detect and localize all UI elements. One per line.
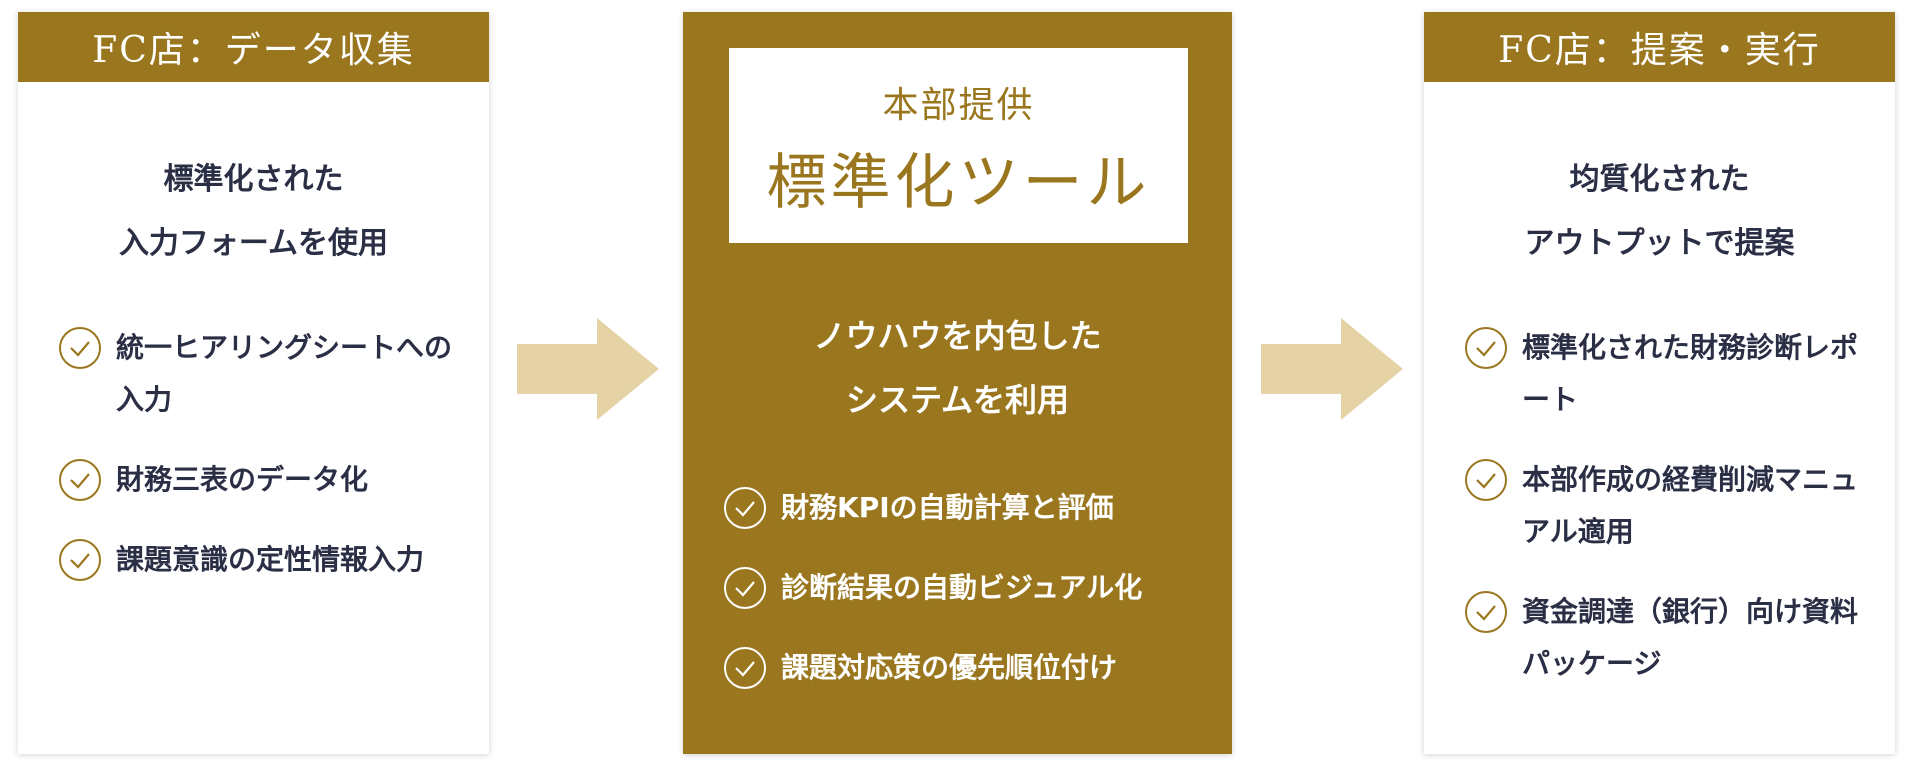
list-item-text: 課題意識の定性情報入力 (116, 543, 425, 576)
list-item-text: 本部作成の経費削減マニュアル適用 (1522, 463, 1859, 548)
check-circle-icon (724, 647, 766, 689)
card-subtitle: ノウハウを内包した システムを利用 (683, 304, 1232, 432)
list-item-text: 財務KPIの自動計算と評価 (781, 491, 1114, 524)
card-subtitle-line: ノウハウを内包した (813, 317, 1102, 355)
card-subtitle-line: システムを利用 (845, 381, 1070, 419)
check-circle-icon (59, 539, 101, 581)
arrow-right-icon (1261, 318, 1403, 420)
card-standard-tool: 本部提供 標準化ツール ノウハウを内包した システムを利用 財務KPIの自動計算… (683, 12, 1232, 754)
check-list: 財務KPIの自動計算と評価 診断結果の自動ビジュアル化 課題対応策の優先順位付け (723, 482, 1222, 722)
tool-provider-label: 本部提供 (882, 85, 1035, 126)
card-subtitle: 標準化された 入力フォームを使用 (18, 82, 489, 276)
card-header: FC店：提案・実行 (1424, 12, 1895, 82)
check-circle-icon (724, 567, 766, 609)
list-item-text: 課題対応策の優先順位付け (781, 651, 1118, 684)
card-subtitle-line: 入力フォームを使用 (118, 226, 389, 261)
list-item-text: 統一ヒアリングシートへの入力 (116, 331, 453, 416)
check-list: 標準化された財務診断レポート 本部作成の経費削減マニュアル適用 資金調達（銀行）… (1464, 322, 1865, 718)
check-circle-icon (1465, 459, 1507, 501)
card-data-collection: FC店：データ収集 標準化された 入力フォームを使用 統一ヒアリングシートへの入… (18, 12, 489, 754)
list-item-text: 標準化された財務診断レポート (1522, 331, 1859, 416)
list-item: 本部作成の経費削減マニュアル適用 (1464, 454, 1865, 558)
card-subtitle-line: 標準化された (163, 162, 344, 197)
check-circle-icon (1465, 591, 1507, 633)
check-list: 統一ヒアリングシートへの入力 財務三表のデータ化 課題意識の定性情報入力 (58, 322, 459, 614)
card-subtitle: 均質化された アウトプットで提案 (1424, 82, 1895, 276)
arrow-right-icon (517, 318, 659, 420)
list-item: 課題意識の定性情報入力 (58, 534, 459, 586)
check-circle-icon (59, 459, 101, 501)
list-item: 統一ヒアリングシートへの入力 (58, 322, 459, 426)
list-item: 標準化された財務診断レポート (1464, 322, 1865, 426)
tool-title: 標準化ツール (766, 148, 1151, 218)
list-item-text: 診断結果の自動ビジュアル化 (781, 571, 1143, 604)
card-header: FC店：データ収集 (18, 12, 489, 82)
card-subtitle-line: アウトプットで提案 (1524, 226, 1795, 261)
list-item: 課題対応策の優先順位付け (723, 642, 1222, 694)
card-subtitle-line: 均質化された (1569, 162, 1750, 197)
check-circle-icon (724, 487, 766, 529)
list-item: 財務三表のデータ化 (58, 454, 459, 506)
list-item-text: 資金調達（銀行）向け資料パッケージ (1522, 595, 1859, 680)
list-item: 資金調達（銀行）向け資料パッケージ (1464, 586, 1865, 690)
tool-title-box: 本部提供 標準化ツール (729, 48, 1188, 243)
list-item-text: 財務三表のデータ化 (116, 463, 369, 496)
list-item: 財務KPIの自動計算と評価 (723, 482, 1222, 534)
card-proposal: FC店：提案・実行 均質化された アウトプットで提案 標準化された財務診断レポー… (1424, 12, 1895, 754)
check-circle-icon (1465, 327, 1507, 369)
check-circle-icon (59, 327, 101, 369)
list-item: 診断結果の自動ビジュアル化 (723, 562, 1222, 614)
